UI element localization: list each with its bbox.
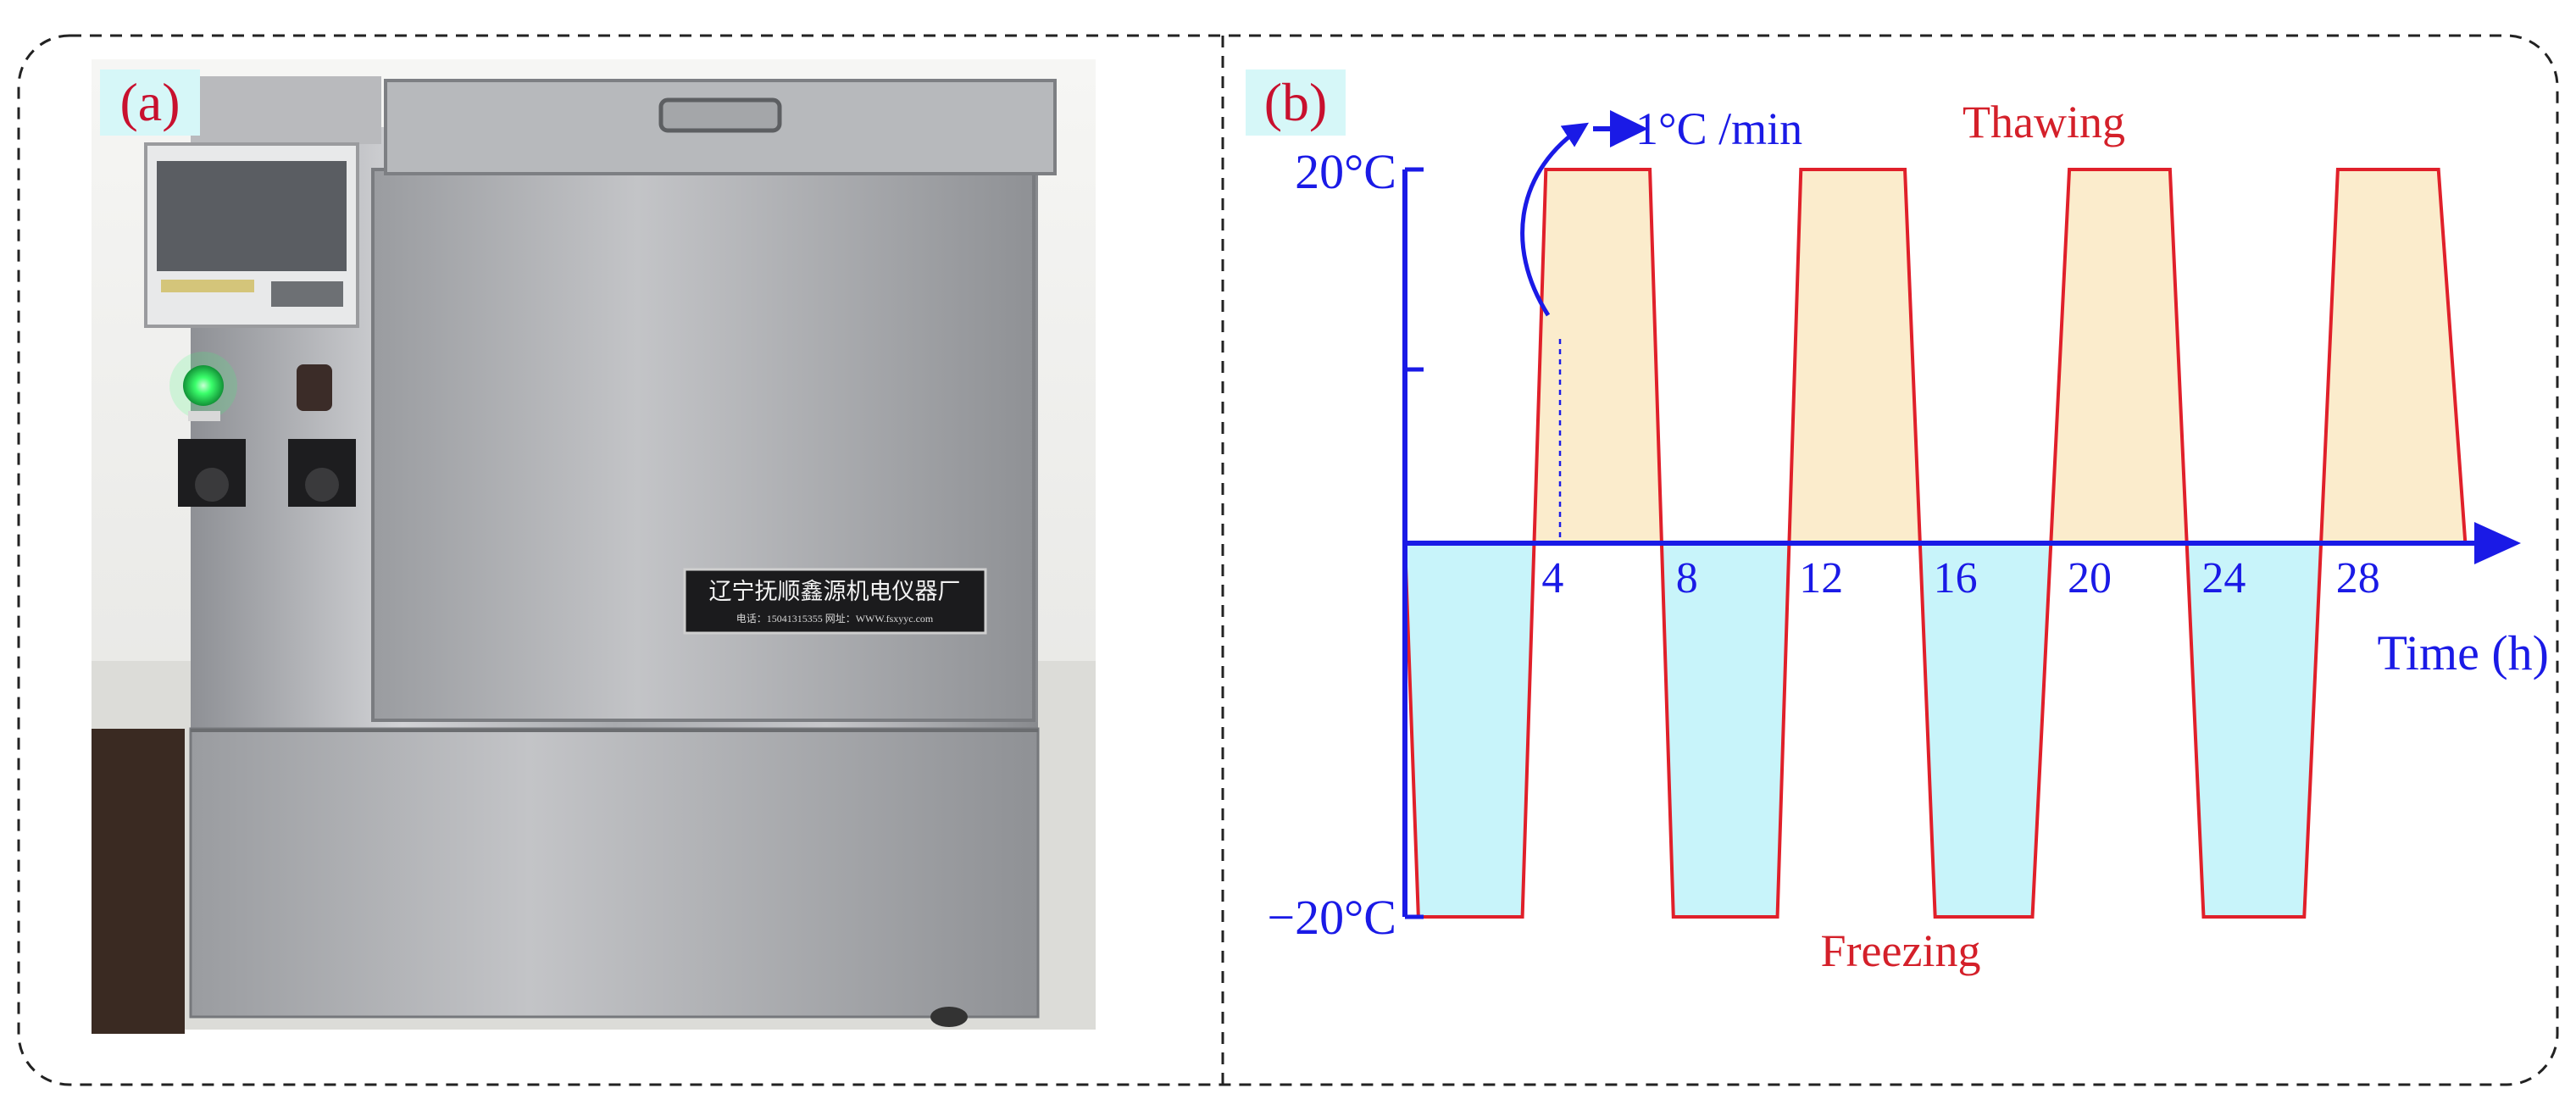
x-tick-label-12: 12 bbox=[1799, 554, 1843, 602]
freeze-region-0 bbox=[1405, 543, 1535, 917]
thawing-label: Thawing bbox=[1963, 97, 2125, 147]
rate-curved-arrow bbox=[1520, 122, 1590, 317]
freezing-label: Freezing bbox=[1821, 925, 1981, 976]
thaw-region-5 bbox=[2051, 169, 2187, 543]
outer-frame bbox=[17, 34, 2559, 1086]
freeze-region-6 bbox=[2186, 543, 2322, 917]
freeze-region-4 bbox=[1919, 543, 2051, 917]
control-screen bbox=[157, 161, 347, 271]
x-tick-label-24: 24 bbox=[2201, 554, 2246, 602]
x-axis-arrowhead bbox=[2474, 522, 2521, 564]
x-tick-label-20: 20 bbox=[2068, 554, 2112, 602]
power-indicator-light bbox=[183, 365, 224, 406]
thaw-region-3 bbox=[1789, 169, 1920, 543]
rate-arrowhead bbox=[1610, 110, 1648, 147]
rate-annotation: 1°C /min bbox=[1635, 103, 1802, 154]
indicator-switch bbox=[297, 364, 332, 411]
manufacturer-plate-contact: 电话：15041315355 网址：WWW.fsxyyc.com bbox=[736, 613, 934, 625]
panel-b-label: (b) bbox=[1264, 72, 1328, 132]
x-axis-label: Time (h) bbox=[2378, 625, 2550, 680]
thaw-region-1 bbox=[1534, 169, 1662, 543]
y-label-bottom: −20°C bbox=[1267, 890, 1396, 945]
panel-a-label: (a) bbox=[119, 72, 180, 132]
x-tick-label-8: 8 bbox=[1676, 554, 1698, 602]
freeze-region-2 bbox=[1661, 543, 1790, 917]
manufacturer-plate bbox=[683, 568, 987, 635]
lid-handle bbox=[658, 97, 782, 133]
manufacturer-plate-title: 辽宁抚顺鑫源机电仪器厂 bbox=[709, 579, 961, 604]
x-tick-label-16: 16 bbox=[1934, 554, 1978, 602]
panel-a-photo: 辽宁抚顺鑫源机电仪器厂 电话：15041315355 网址：WWW.fsxyyc… bbox=[92, 59, 1096, 1034]
x-tick-label-28: 28 bbox=[2336, 554, 2380, 602]
x-tick-label-4: 4 bbox=[1541, 554, 1563, 602]
machine-lower-cabinet bbox=[189, 727, 1040, 1019]
panel-b-chart: (b) 4 8 12 16 20 24 28 20°C −20°C Time (h) 1°C… bbox=[1246, 69, 2549, 976]
y-label-top: 20°C bbox=[1295, 144, 1396, 199]
thaw-region-7 bbox=[2321, 169, 2466, 543]
